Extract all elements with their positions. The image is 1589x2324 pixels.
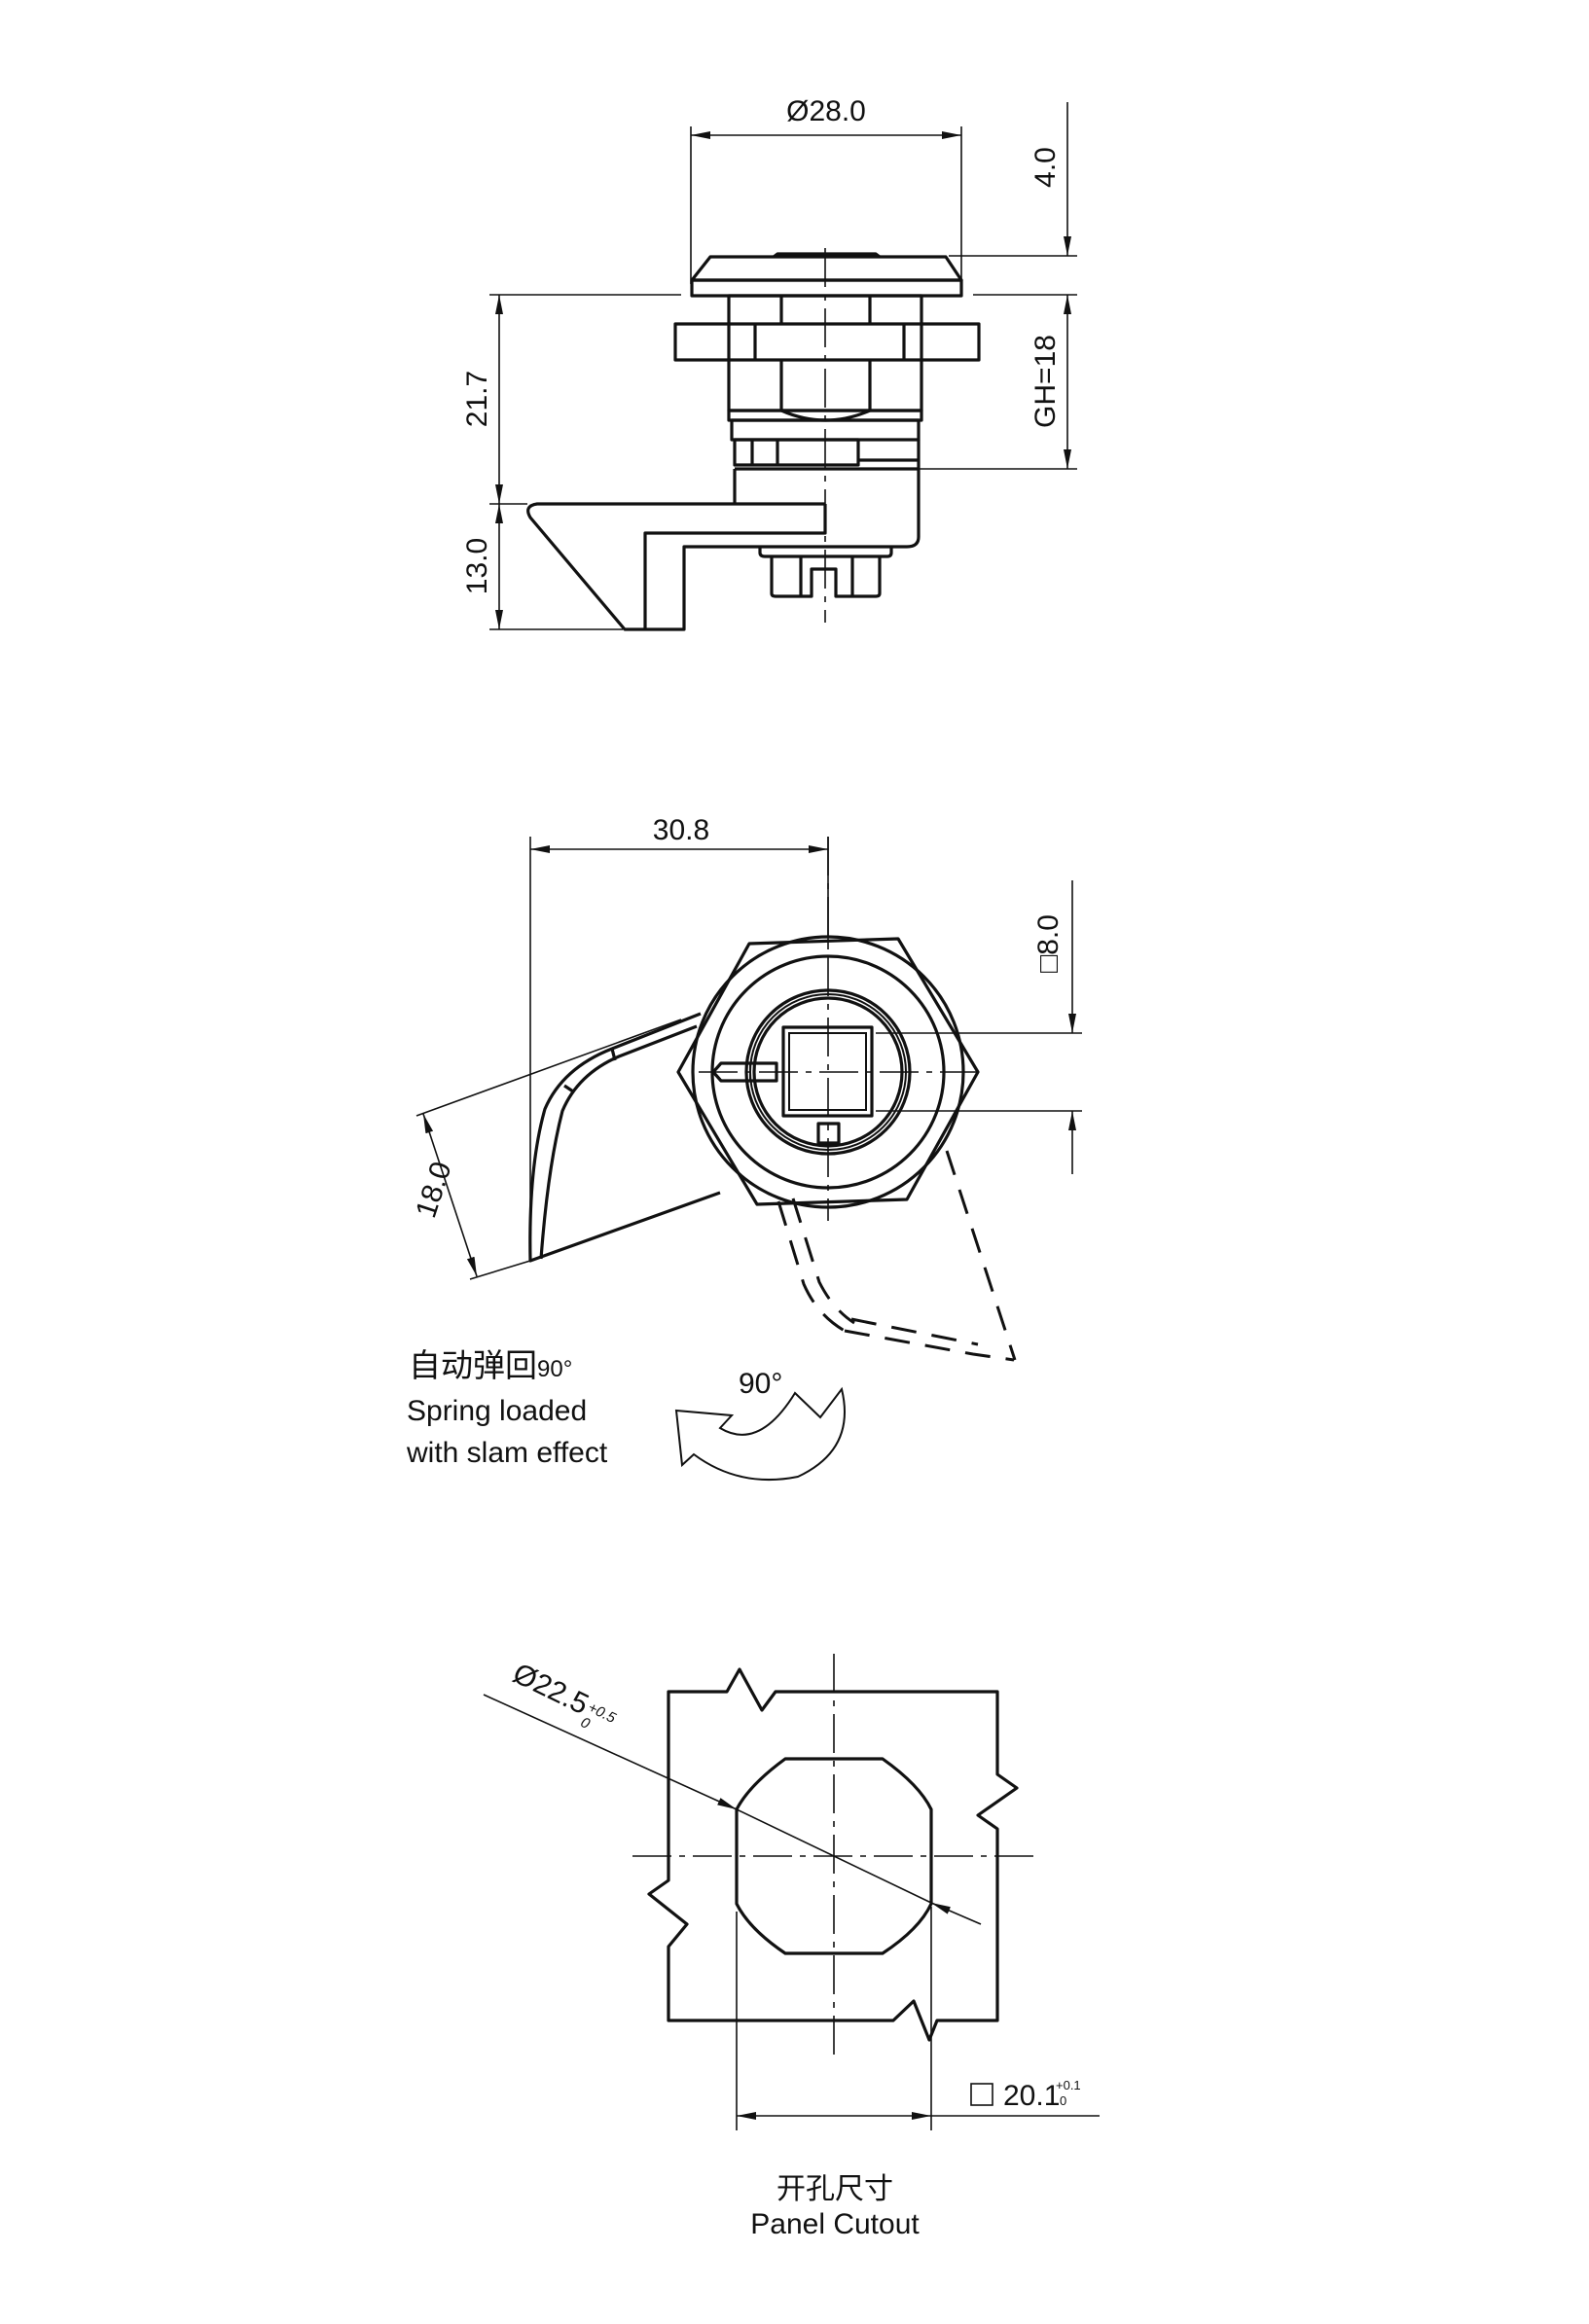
dim-cutout-width: 20.1 +0.1 0 xyxy=(736,1907,1100,2130)
hex-nut xyxy=(673,322,981,362)
rotation-arrow-icon: 90° xyxy=(674,1368,846,1482)
dim-label: 13.0 xyxy=(461,538,493,594)
front-view: 30.8 □8.0 18.0 90° 自动弹回90° Spring loaded… xyxy=(406,814,1082,1482)
retaining-screw xyxy=(758,547,893,598)
note-en-line1: Spring loaded xyxy=(407,1395,587,1427)
dim-label: Ø28.0 xyxy=(786,95,866,127)
dim-label: 4.0 xyxy=(1029,147,1062,188)
cam-lever xyxy=(526,502,907,631)
caption-en: Panel Cutout xyxy=(750,2208,920,2240)
dim-label: □8.0 xyxy=(1032,914,1065,973)
note-cn: 自动弹回90° xyxy=(409,1346,572,1384)
dim-cutout-diameter: Ø22.5 +0.5 0 xyxy=(483,1658,982,1925)
dim-bezel-4: 4.0 xyxy=(949,102,1077,296)
dim-cam-reach: 30.8 xyxy=(529,814,829,1261)
dim-label: 21.7 xyxy=(461,371,493,427)
dim-cam-13: 13.0 xyxy=(461,504,623,630)
tol-upper: +0.1 xyxy=(1056,2078,1081,2092)
dim-body-21-7: 21.7 xyxy=(461,294,681,505)
tol-lower: 0 xyxy=(1060,2093,1066,2108)
dim-label: 30.8 xyxy=(653,814,709,846)
caption-cn: 开孔尺寸 xyxy=(776,2172,893,2206)
dim-square-drive: □8.0 xyxy=(876,880,1082,1174)
dim-label: 18.0 xyxy=(410,1158,457,1222)
panel-outline xyxy=(647,1667,1019,2042)
cutout-shape xyxy=(735,1757,933,1955)
rotation-angle-label: 90° xyxy=(739,1368,782,1400)
body-lower xyxy=(727,409,923,549)
bezel xyxy=(690,252,963,298)
dim-cam-width: 18.0 xyxy=(410,1019,682,1280)
dim-grip-height: GH=18 xyxy=(915,295,1077,470)
dim-label: GH=18 xyxy=(1029,335,1062,428)
dim-diameter-28: Ø28.0 xyxy=(690,95,962,284)
lever-rotated-dashed xyxy=(776,1150,1017,1362)
note-en-line2: with slam effect xyxy=(406,1437,608,1469)
tol-upper: +0.5 xyxy=(585,1699,619,1728)
spring-note: 自动弹回90° Spring loaded with slam effect xyxy=(406,1346,608,1469)
square-symbol-icon xyxy=(970,2083,993,2106)
side-view: Ø28.0 4.0 GH=18 21.7 13.0 xyxy=(461,95,1077,631)
dim-label: 20.1 xyxy=(1003,2080,1060,2112)
cutout-view: Ø22.5 +0.5 0 20.1 +0.1 0 开孔尺寸 Panel Cuto… xyxy=(483,1654,1100,2240)
